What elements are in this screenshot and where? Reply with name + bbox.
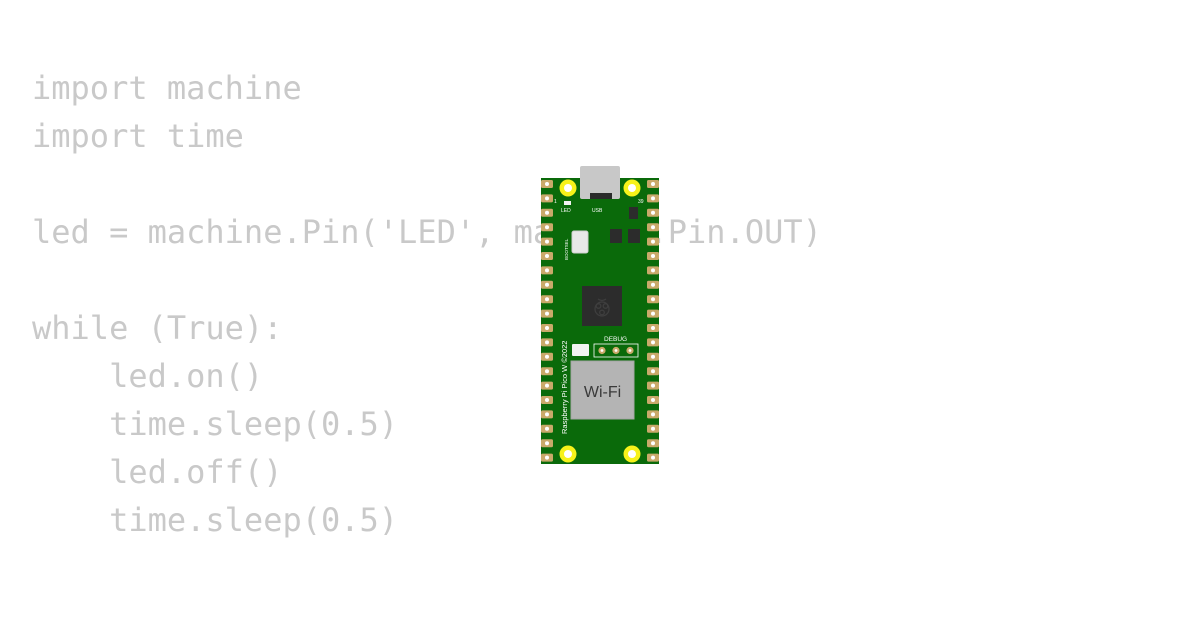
gpio-pin-hole [545, 441, 549, 446]
bootsel-button[interactable] [571, 230, 589, 254]
gpio-pin-hole [651, 282, 655, 287]
gpio-pin-hole [651, 210, 655, 215]
gpio-pin-hole [651, 225, 655, 230]
gpio-pin-hole [651, 196, 655, 201]
gpio-pin-hole [651, 340, 655, 345]
gpio-pin-hole [651, 239, 655, 244]
gpio-pin-hole [545, 354, 549, 359]
gpio-pin-hole [651, 412, 655, 417]
gpio-pin-hole [651, 398, 655, 402]
pin-header-left [541, 180, 553, 462]
code-line: while (True): [32, 309, 283, 347]
gpio-pin-hole [545, 239, 549, 244]
led [564, 201, 571, 205]
gpio-pin-hole [651, 182, 655, 186]
gpio-pin-hole [545, 426, 549, 431]
debug-header [593, 343, 639, 358]
gpio-pin-hole [545, 455, 549, 460]
code-line [32, 256, 822, 304]
code-line: time.sleep(0.5) [32, 405, 399, 443]
code-line: time.sleep(0.5) [32, 501, 399, 539]
pin-header-right [647, 180, 659, 462]
usb-label: USB [592, 208, 603, 214]
component [629, 207, 638, 219]
gpio-pin-hole [545, 412, 549, 417]
gpio-pin-hole [651, 354, 655, 359]
pin39-label: 39 [638, 199, 644, 205]
component [628, 229, 640, 243]
pico-w-board[interactable]: 1 39 LED USB BOOTSEL Raspberry Pi Pico W… [536, 162, 664, 468]
gpio-pin-hole [651, 455, 655, 460]
gpio-pin-hole [545, 182, 549, 186]
rp2040-chip [582, 286, 622, 326]
code-line [32, 160, 822, 208]
component [572, 344, 589, 356]
gpio-pin-hole [545, 369, 549, 374]
gpio-pin-hole [545, 210, 549, 215]
gpio-pin-hole [545, 311, 549, 316]
wifi-module [570, 360, 635, 420]
gpio-pin-hole [545, 225, 549, 230]
gpio-pin-hole [545, 254, 549, 258]
gpio-pin-hole [651, 383, 655, 388]
gpio-pin-hole [545, 398, 549, 402]
component [610, 229, 622, 243]
gpio-pin-hole [545, 196, 549, 201]
raspberry-pi-logo-icon [594, 298, 610, 317]
model-label: Raspberry Pi Pico W ©2022 [560, 341, 569, 434]
gpio-pin-hole [651, 426, 655, 431]
gpio-pin-hole [545, 340, 549, 345]
debug-label: DEBUG [604, 336, 627, 343]
code-line: import time [32, 117, 244, 155]
usb-port-opening [590, 193, 612, 199]
gpio-pin-hole [545, 297, 549, 302]
wifi-label: Wi-Fi [584, 384, 621, 401]
gpio-pin-hole [651, 311, 655, 316]
gpio-pin-hole [651, 268, 655, 273]
usb-connector [580, 166, 620, 199]
code-line: import machine [32, 69, 302, 107]
code-editor[interactable]: import machine import time led = machine.P… [32, 64, 822, 544]
gpio-pin-hole [545, 268, 549, 273]
gpio-pin-hole [651, 326, 655, 330]
bootsel-label: BOOTSEL [564, 238, 569, 260]
code-line: led = machine.Pin('LED', machine.Pin.OUT… [32, 213, 822, 251]
code-line: led.on() [32, 357, 264, 395]
gpio-pin-hole [651, 254, 655, 258]
gpio-pin-hole [545, 326, 549, 330]
gpio-pin-hole [545, 383, 549, 388]
gpio-pin-hole [651, 297, 655, 302]
pico-w-board-graphic: 1 39 LED USB BOOTSEL Raspberry Pi Pico W… [541, 166, 659, 464]
gpio-pin-hole [651, 369, 655, 374]
pin1-label: 1 [554, 199, 557, 205]
gpio-pin-hole [545, 282, 549, 287]
gpio-pin-hole [651, 441, 655, 446]
led-label: LED [561, 208, 571, 214]
code-line: led.off() [32, 453, 283, 491]
